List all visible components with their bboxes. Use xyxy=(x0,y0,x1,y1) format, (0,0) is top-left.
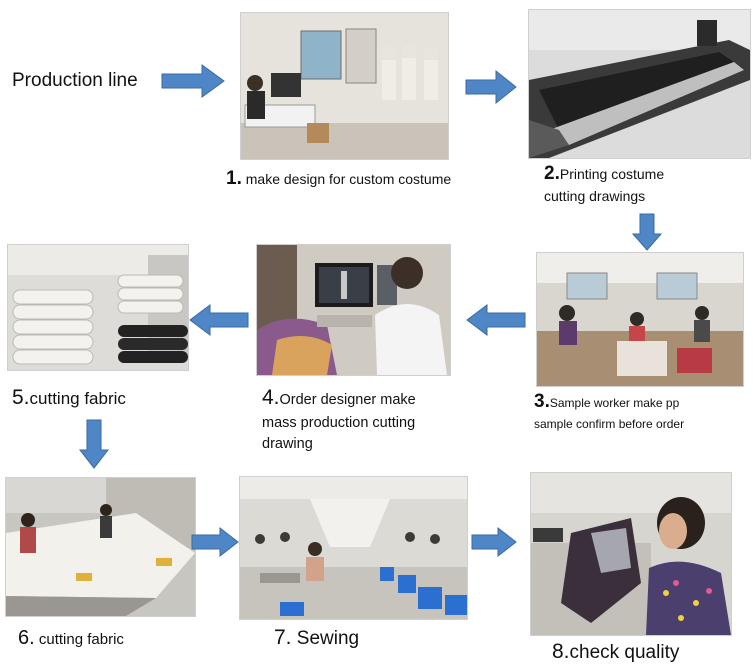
step-3-text-line-1: Sample worker make pp xyxy=(549,396,680,410)
step-2-number: 2. xyxy=(544,163,560,184)
step-6-number: 6. xyxy=(18,627,35,649)
arrow-left-icon xyxy=(466,304,526,336)
step-8-caption: 8.check quality xyxy=(552,640,679,665)
step-4-text-line-3: drawing xyxy=(262,435,313,452)
arrow-left-icon xyxy=(189,304,249,336)
sewing-floor-photo xyxy=(239,476,468,620)
step-1-number: 1. xyxy=(226,168,242,189)
step-4-text-line-1: Order designer make xyxy=(279,392,416,408)
quality-check-photo xyxy=(530,472,732,636)
diagram-title: Production line xyxy=(12,70,138,91)
design-office-photo xyxy=(240,12,449,160)
arrow-right-icon xyxy=(161,64,225,98)
arrow-down-icon xyxy=(631,213,663,251)
cad-designer-photo xyxy=(256,244,451,376)
step-5-number: 5. xyxy=(12,386,30,409)
step-3-text-line-2: sample confirm before order xyxy=(534,417,685,432)
sample-workshop-photo xyxy=(536,252,744,387)
step-2-text-line-2: cutting drawings xyxy=(544,188,646,205)
step-5-caption: 5.cutting fabric xyxy=(12,386,126,411)
arrow-right-icon xyxy=(465,69,517,105)
plotter-printer-photo xyxy=(528,9,751,159)
step-5-text: cutting fabric xyxy=(29,389,126,408)
step-4-text-line-2: mass production cutting xyxy=(262,414,416,431)
step-1-caption: 1. make design for custom costume xyxy=(226,168,451,190)
step-3-caption: 3.Sample worker make pp sample confirm b… xyxy=(534,391,684,432)
step-6-text: cutting fabric xyxy=(38,631,124,648)
step-7-caption: 7. Sewing xyxy=(274,626,359,651)
step-8-text: check quality xyxy=(569,642,680,663)
arrow-right-icon xyxy=(471,526,517,558)
step-1-text: make design for custom costume xyxy=(245,171,452,187)
step-4-caption: 4.Order designer make mass production cu… xyxy=(262,386,416,453)
step-4-number: 4. xyxy=(262,386,280,409)
cutting-table-photo xyxy=(5,477,196,617)
step-6-caption: 6. cutting fabric xyxy=(18,627,124,651)
step-7-text: Sewing xyxy=(296,628,360,649)
step-2-caption: 2.Printing costume cutting drawings xyxy=(544,163,664,205)
fabric-rolls-photo xyxy=(7,244,189,371)
step-8-number: 8. xyxy=(552,640,570,663)
step-7-number: 7. xyxy=(274,626,292,649)
step-3-number: 3. xyxy=(534,391,550,412)
arrow-down-icon xyxy=(78,419,110,469)
arrow-right-icon xyxy=(191,526,239,558)
step-2-text-line-1: Printing costume xyxy=(559,166,665,182)
